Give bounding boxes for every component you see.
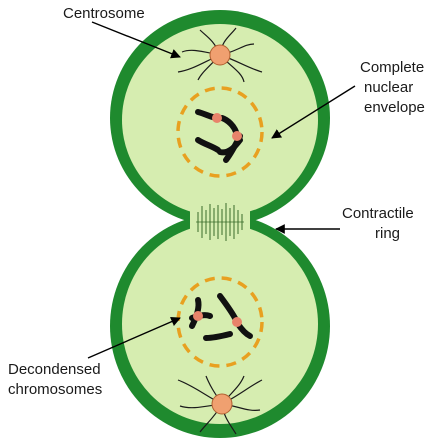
chromosomes-arrow <box>87 317 181 359</box>
contractile-ring <box>196 203 244 241</box>
lower-nucleus <box>176 276 264 368</box>
dividing-cell <box>110 10 330 438</box>
lower-cytoplasm <box>122 224 318 424</box>
centrosome-arrow <box>91 21 181 59</box>
chromosomes-label-line1: Decondensed <box>8 361 101 378</box>
annotation-arrows <box>87 21 356 359</box>
lower-nuclear-envelope <box>176 276 264 368</box>
centrosome-label: Centrosome <box>63 5 145 22</box>
lower-centrosome <box>177 375 263 435</box>
upper-nuclear-envelope <box>176 86 264 178</box>
upper-centrosome <box>177 27 263 83</box>
nuclear-envelope-arrow <box>271 85 356 139</box>
chromosomes-label-line2: chromosomes <box>8 381 102 398</box>
nuclear-envelope-label-line3: envelope <box>364 99 425 116</box>
contractile-ring-label-line1: Contractile <box>342 205 414 222</box>
upper-nucleus <box>176 86 264 178</box>
nuclear-envelope-label-line1: Complete <box>360 59 424 76</box>
contractile-ring-label-line2: ring <box>375 225 400 242</box>
nuclear-envelope-label-line2: nuclear <box>364 79 413 96</box>
